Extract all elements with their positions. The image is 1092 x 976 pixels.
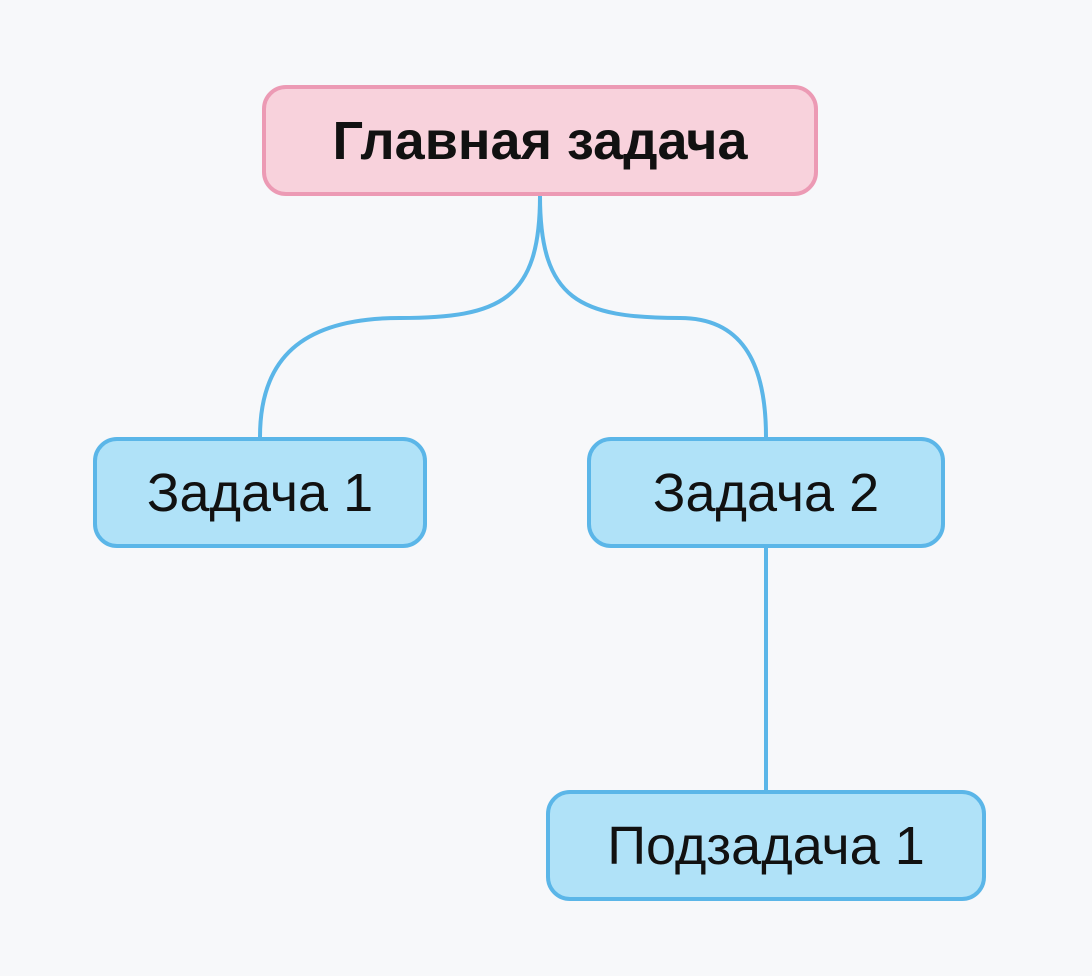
connector-root-to-task-1 [258,194,542,439]
node-task-2[interactable]: Задача 2 [587,437,945,548]
node-main-task-label: Главная задача [332,110,748,171]
node-task-1-label: Задача 1 [146,462,374,523]
node-task-1[interactable]: Задача 1 [93,437,427,548]
node-task-2-label: Задача 2 [652,462,880,523]
node-subtask-1[interactable]: Подзадача 1 [546,790,986,901]
node-main-task[interactable]: Главная задача [262,85,818,196]
node-subtask-1-label: Подзадача 1 [607,815,925,876]
connector-root-to-task-2 [538,194,768,439]
